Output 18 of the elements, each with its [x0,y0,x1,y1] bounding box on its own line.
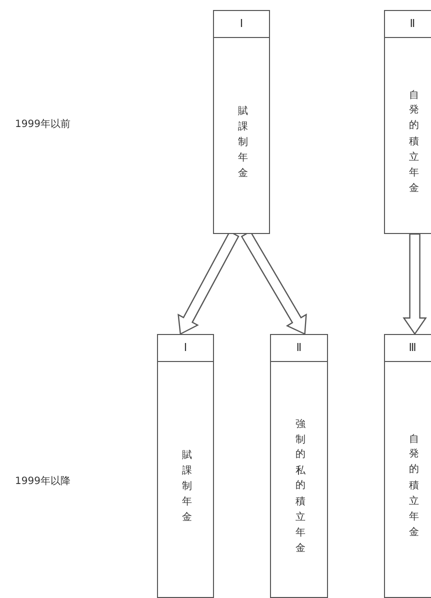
block-arrow [402,233,427,336]
pension-type: 強制的私的積立年金 [293,410,305,550]
pillar-number: Ⅰ [158,335,213,362]
pillar-number: Ⅱ [385,11,431,38]
pillar-number: Ⅲ [385,335,431,362]
pillar-number: Ⅱ [271,335,327,362]
pension-type: 賦課制年金 [236,96,248,174]
pillar-box [270,334,328,598]
period-label: 1999年以前 [15,118,70,131]
pillar-number: Ⅰ [214,11,269,38]
pillar-box [384,334,431,598]
pillar-box [213,10,270,234]
pillar-box [384,10,431,234]
period-label: 1999年以降 [15,474,70,488]
pillar-box [157,334,214,598]
pension-type: 自発的積立年金 [406,425,418,534]
pension-type: 自発的積立年金 [406,81,418,190]
pension-type: 賦課制年金 [180,440,192,518]
